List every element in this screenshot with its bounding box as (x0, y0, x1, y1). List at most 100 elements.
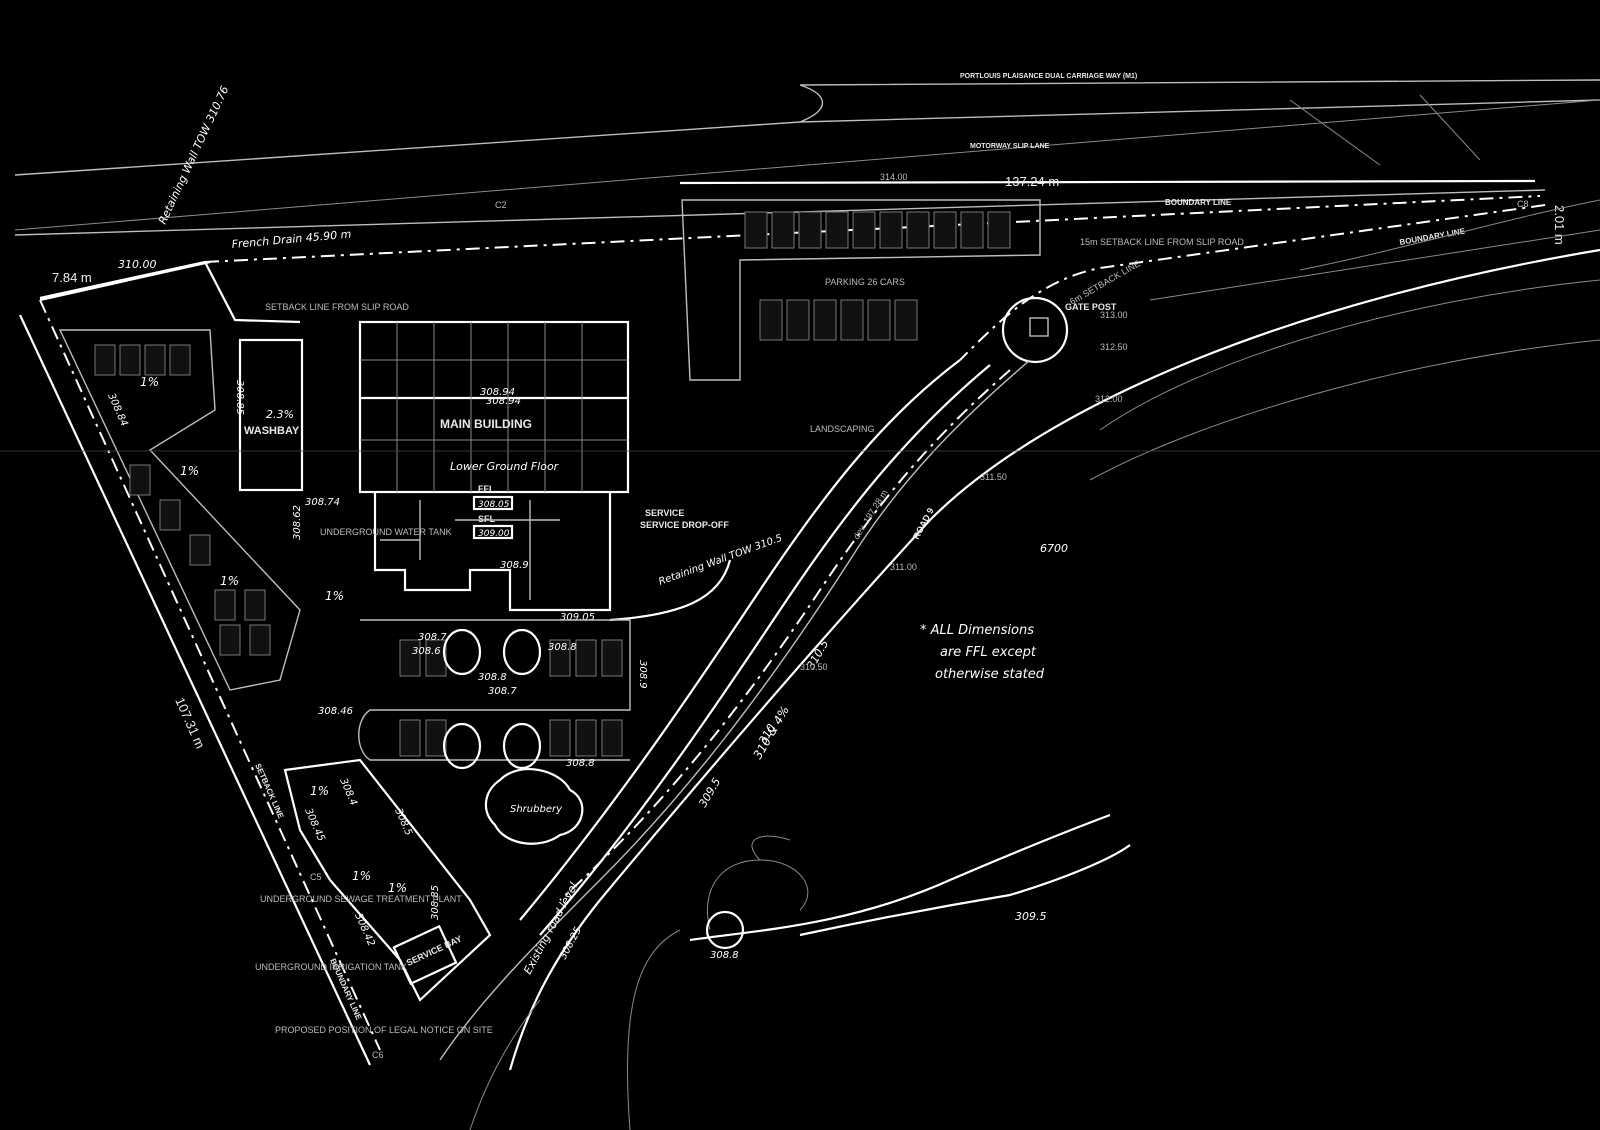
slip-lane-edge-top (14, 121, 801, 176)
main-building-label: MAIN BUILDING (440, 417, 532, 431)
top-parking-outline (681, 199, 1041, 381)
slope-left-3: 1% (220, 574, 239, 588)
setback-15m-label: 15m SETBACK LINE FROM SLIP ROAD (1080, 237, 1244, 247)
carriageway-label: PORTLOUIS PLAISANCE DUAL CARRIAGE WAY (M… (960, 73, 1137, 80)
lower-right-contour (706, 835, 809, 931)
slope-low-2: 1% (352, 869, 371, 883)
road9-label: ROAD 9 (911, 506, 936, 541)
boundary-right-ext (1149, 229, 1600, 301)
level-308-8a: 308.8 (548, 642, 577, 653)
setback-left-label: SETBACK LINE (253, 762, 286, 820)
level-308-9b: 308.9 (637, 660, 648, 689)
french-drain-note: French Drain 45.90 m (231, 228, 352, 251)
washbay-outline (238, 338, 304, 492)
building-lower-outline (373, 492, 612, 612)
road9-edge-outer (508, 248, 1600, 1071)
retaining-wall-note-top: Retaining Wall TOW 310.76 (156, 84, 232, 226)
building-interior (380, 500, 560, 600)
road9-lower-edge (469, 929, 681, 1130)
dim-right-offset: 2.01 m (1552, 205, 1567, 245)
contour-lines (1089, 199, 1600, 481)
service-bay-box (392, 924, 458, 986)
tree-3 (442, 722, 482, 770)
ffl-box (472, 495, 514, 511)
boundary-right (959, 204, 1546, 361)
level-308-5: 308.5 (392, 807, 414, 838)
boundary-label-right: BOUNDARY LINE (1399, 226, 1466, 246)
main-building-grid (360, 322, 628, 492)
lower-right-tree (705, 910, 745, 950)
level-308-25: 308.25 (558, 925, 584, 961)
note-line-1: * ALL Dimensions (920, 623, 1034, 638)
marker-c6: C6 (372, 1050, 384, 1060)
level-308-46: 308.46 (318, 706, 353, 717)
lower-right-sketch (689, 813, 1131, 942)
level-ffl: 308.05 (478, 500, 510, 510)
sfl-label: SFL (478, 514, 496, 524)
dim-top-left: 7.84 m (52, 270, 92, 285)
svg-text:312.00: 312.00 (1095, 394, 1123, 404)
level-sfl: 309.00 (478, 529, 510, 539)
curve-dimension: dev. 197.28 m (851, 488, 889, 541)
svg-text:310.50: 310.50 (800, 662, 828, 672)
level-308-8b: 308.8 (478, 672, 507, 683)
tree-4 (502, 722, 542, 770)
level-309-05: 309.05 (560, 612, 595, 623)
sfl-box (472, 524, 514, 540)
level-308-74: 308.74 (305, 497, 340, 508)
setback-6m-label: 6m SETBACK LINE (1068, 258, 1142, 306)
washbay-slope: 2.3% (266, 408, 294, 421)
slope-low-1: 1% (388, 881, 407, 895)
level-308-4: 308.4 (337, 777, 359, 808)
ffl-label: FFL (478, 484, 495, 494)
note-sewage: UNDERGROUND SEWAGE TREATMENT PLANT (260, 894, 462, 904)
boundary-left (39, 299, 381, 1051)
level-308-8-sketch: 308.8 (710, 950, 739, 961)
slope-mid: 1% (325, 589, 344, 603)
setback-slip-label: SETBACK LINE FROM SLIP ROAD (265, 302, 409, 312)
dimension-line-top (679, 179, 1536, 185)
left-parking-outline (58, 329, 301, 691)
gate-post-box (1029, 317, 1049, 337)
level-left-a: 308.84 (105, 392, 129, 428)
level-308-7b: 308.7 (488, 686, 517, 697)
main-building-outline (358, 320, 630, 494)
washbay-label: WASHBAY (244, 425, 300, 437)
dim-top-length: 137.24 m (1005, 174, 1059, 189)
service-drop-off-l1: SERVICE (645, 508, 684, 518)
slip-lane-hatch (1289, 94, 1481, 166)
marker-c2: C2 (495, 200, 507, 210)
svg-text:311.00: 311.00 (890, 562, 917, 572)
shrubbery-outline (484, 768, 584, 845)
note-legal: PROPOSED POSITION OF LEGAL NOTICE ON SIT… (275, 1025, 493, 1035)
svg-text:313.00: 313.00 (1100, 310, 1128, 320)
level-308-94b: 308.94 (480, 387, 515, 398)
contour-labels: 314.00 313.00 312.50 312.00 311.50 311.0… (800, 172, 1128, 672)
gate-roundabout (1001, 296, 1069, 364)
existing-road-note: Existing road level (521, 881, 580, 977)
retaining-wall-top (39, 260, 301, 324)
level-308-62: 308.62 (292, 505, 303, 540)
access-road-edge (519, 359, 991, 936)
front-parking-bays (399, 639, 623, 757)
svg-text:312.50: 312.50 (1100, 342, 1128, 352)
note-water-tank: UNDERGROUND WATER TANK (320, 527, 452, 537)
slope-left-1: 1% (140, 375, 159, 389)
note-line-3: otherwise stated (935, 667, 1045, 682)
tree-1 (442, 628, 482, 676)
washbay-level: 308.85 (234, 380, 245, 415)
note-line-2: are FFL except (940, 645, 1037, 660)
level-308-8c: 308.8 (566, 758, 595, 769)
gate-post-label: GATE POST (1065, 302, 1117, 312)
left-parking-bays (94, 344, 271, 656)
level-309-5-sketch: 309.5 (1015, 910, 1047, 923)
boundary-left-solid (19, 260, 371, 1066)
slope-low-3: 1% (310, 784, 329, 798)
road9-centerline (559, 369, 1011, 901)
parking-26-cars: PARKING 26 CARS (825, 277, 905, 287)
retaining-wall-mid (609, 559, 732, 622)
tree-2 (502, 628, 542, 676)
service-drop-off-label: SERVICE DROP-OFF (640, 520, 729, 530)
svg-text:311.50: 311.50 (980, 472, 1007, 482)
